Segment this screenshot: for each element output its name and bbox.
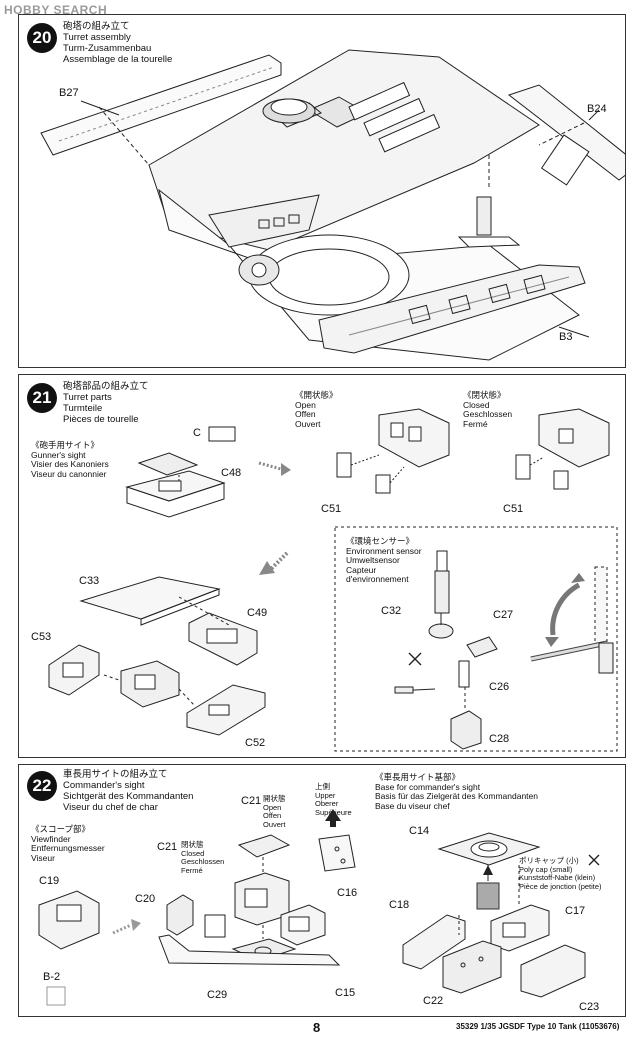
step-21-panel: 21 砲塔部品の組み立て Turret parts Turmteile Pièc… [18, 374, 626, 758]
part-label-c53: C53 [31, 631, 52, 643]
part-label-c22: C22 [423, 995, 444, 1007]
step-title: 砲塔部品の組み立て Turret parts Turmteile Pièces … [63, 381, 149, 425]
open-state-caption: 開状態 Open Offen Ouvert [263, 794, 286, 829]
turret-assembly-drawing [40, 49, 625, 361]
part-label-c21-closed: C21 [157, 841, 178, 853]
turret-parts-drawing [48, 408, 618, 752]
part-label-c52: C52 [245, 737, 266, 749]
part-label-c15: C15 [335, 987, 356, 999]
gunners-sight-caption: 《砲手用サイト》 Gunner's sight Visier des Kanon… [31, 440, 109, 479]
part-label-c48: C48 [221, 467, 242, 479]
poly-cap-caption: ポリキャップ (小) Poly cap (small) Kunststoff-N… [519, 856, 602, 891]
part-label-c49: C49 [247, 607, 268, 619]
step-number: 22 [27, 771, 57, 801]
step-title: 砲塔の組み立て Turret assembly Turm-Zusammenbau… [63, 21, 173, 65]
part-label-b2: B-2 [43, 971, 61, 983]
closed-state-caption: 閉状態 Closed Geschlossen Fermé [181, 840, 225, 875]
viewfinder-caption: 《スコープ部》 Viewfinder Entfernungsmesser Vis… [31, 824, 105, 863]
step-20-panel: 20 砲塔の組み立て Turret assembly Turm-Zusammen… [18, 14, 626, 368]
step-22-panel: 22 車長用サイトの組み立て Commander's sight Sichtge… [18, 764, 626, 1017]
commander-base-caption: 《車長用サイト基部》 Base for commander's sight Ba… [375, 772, 539, 811]
part-label-c21-open: C21 [241, 795, 262, 807]
part-label-b24: B24 [587, 103, 607, 115]
open-state-caption: 《開状態》 Open Offen Ouvert [295, 390, 338, 429]
closed-state-caption: 《閉状態》 Closed Geschlossen Fermé [463, 390, 513, 429]
environment-sensor-caption: 《環境センサー》 Environment sensor Umweltsensor… [346, 536, 422, 584]
step-title: 車長用サイトの組み立て Commander's sight Sichtgerät… [63, 769, 194, 813]
part-label-c23: C23 [579, 1001, 600, 1013]
part-label-c29: C29 [207, 989, 228, 1001]
part-label-c: C [193, 427, 201, 439]
part-label-c28: C28 [489, 733, 510, 745]
commanders-sight-drawing [38, 809, 600, 1006]
page-number: 8 [313, 1020, 321, 1035]
part-label-c17: C17 [565, 905, 586, 917]
watermark: HOBBY SEARCH [4, 3, 108, 17]
part-label-c18: C18 [389, 899, 410, 911]
part-label-c19: C19 [39, 875, 60, 887]
step-number: 20 [27, 23, 57, 53]
part-label-c16: C16 [337, 887, 358, 899]
part-label-c33: C33 [79, 575, 100, 587]
part-label-c32: C32 [381, 605, 402, 617]
part-label-c20: C20 [135, 893, 156, 905]
product-code: 35329 1/35 JGSDF Type 10 Tank (11053676) [456, 1022, 620, 1031]
part-label-c51-open: C51 [321, 503, 342, 515]
part-label-b27: B27 [59, 87, 79, 99]
step-number: 21 [27, 383, 57, 413]
part-label-c14: C14 [409, 825, 430, 837]
part-label-b3: B3 [559, 331, 573, 343]
part-label-c26: C26 [489, 681, 510, 693]
part-label-c51-closed: C51 [503, 503, 524, 515]
part-label-c27: C27 [493, 609, 514, 621]
